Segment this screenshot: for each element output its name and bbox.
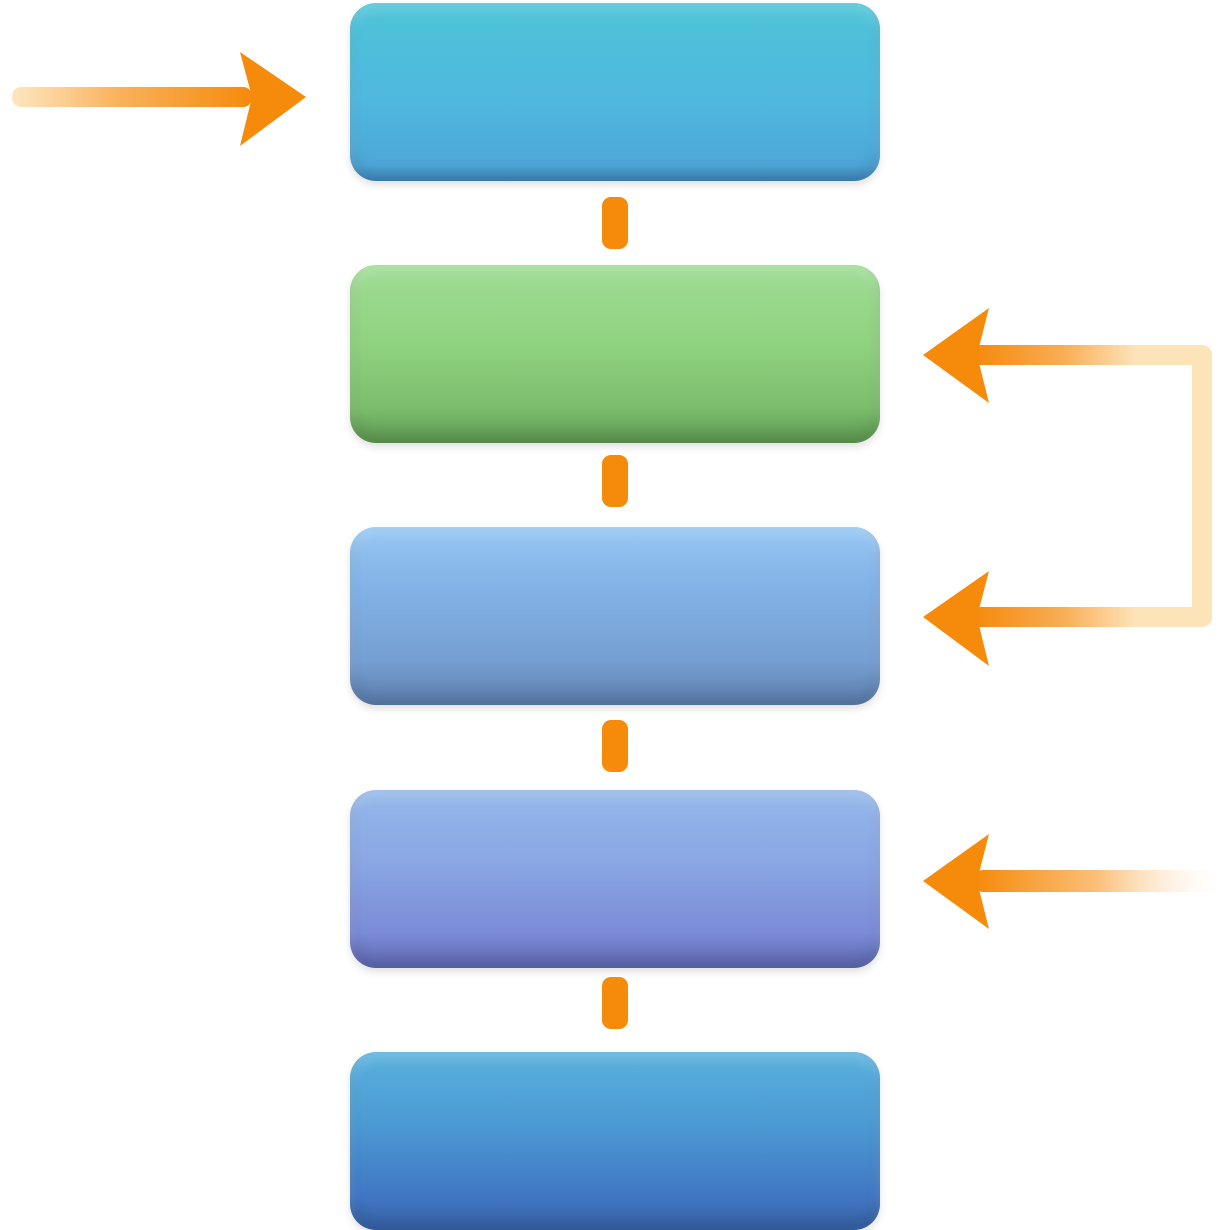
feedback-loop-arrow xyxy=(923,308,1212,666)
connector-2-3 xyxy=(602,455,628,507)
connector-1-2 xyxy=(602,197,628,249)
process-block-2 xyxy=(350,265,880,443)
side-input-arrow xyxy=(923,834,1220,929)
process-block-4 xyxy=(350,790,880,968)
input-arrow xyxy=(12,52,306,146)
process-block-5 xyxy=(350,1052,880,1230)
connector-4-5 xyxy=(602,977,628,1029)
connector-3-4 xyxy=(602,720,628,772)
process-block-3 xyxy=(350,527,880,705)
process-block-1 xyxy=(350,3,880,181)
